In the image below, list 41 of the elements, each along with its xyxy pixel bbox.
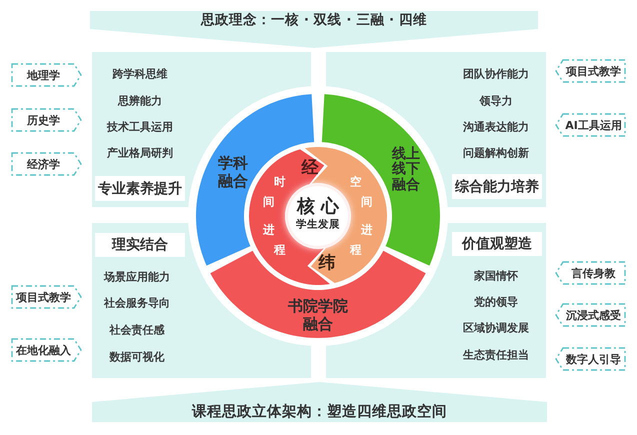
arrow-label: 经: [302, 158, 318, 178]
footer-banner: 课程思政立体架构：塑造四维思政空间: [92, 382, 547, 422]
list-item: 思辨能力: [118, 94, 162, 108]
dashed-tag: 在地化融入: [11, 338, 82, 362]
list-item: 社会服务导向: [104, 296, 170, 310]
dashed-tag: 项目式教学: [11, 285, 82, 309]
arc-text: 空间进程: [348, 173, 374, 258]
list-item: 生态责任担当: [463, 348, 529, 362]
dashed-tag: 言传身教: [555, 261, 626, 285]
arrow-label: 纬: [318, 252, 336, 274]
center-subtitle: 学生发展: [296, 218, 340, 232]
list-item: 区域协调发展: [463, 321, 529, 335]
list-item: 场景应用能力: [104, 270, 170, 284]
title-banner: 思政理念：一核 · 双线 · 三融 · 四维: [90, 11, 538, 48]
dashed-tag: 地理学: [11, 63, 82, 87]
dashed-tag: 项目式教学: [555, 59, 626, 83]
list-item: 问题解构创新: [463, 146, 529, 160]
panel-heading: 价值观塑造: [452, 232, 542, 256]
list-item: 产业格局研判: [107, 146, 173, 160]
segment-label: 学科融合: [217, 154, 249, 190]
list-item: 数据可视化: [110, 350, 164, 364]
panel-heading: 专业素养提升: [95, 176, 185, 201]
list-item: 沟通表达能力: [463, 120, 529, 134]
dashed-tag: 经济学: [11, 152, 82, 176]
segment-label: 书院学院融合: [287, 297, 349, 333]
list-item: 团队协作能力: [463, 67, 529, 81]
dashed-tag: 数字人引导: [555, 347, 626, 371]
list-item: 跨学科思维: [112, 67, 168, 81]
center-title: 核心: [296, 196, 345, 218]
list-item: 党的领导: [474, 295, 518, 309]
segment-label: 线上线下融合: [391, 146, 421, 194]
list-item: 社会责任感: [110, 323, 164, 337]
panel-heading: 理实结合: [95, 233, 185, 257]
list-item: 领导力: [480, 94, 512, 108]
dashed-tag: 沉浸式感受: [555, 303, 626, 327]
arc-text: 时间进程: [262, 173, 288, 258]
dashed-tag: AI工具运用: [555, 113, 626, 137]
list-item: 技术工具运用: [107, 120, 173, 134]
list-item: 家国情怀: [474, 269, 518, 283]
dashed-tag: 历史学: [11, 108, 82, 132]
panel-heading: 综合能力培养: [452, 174, 542, 199]
